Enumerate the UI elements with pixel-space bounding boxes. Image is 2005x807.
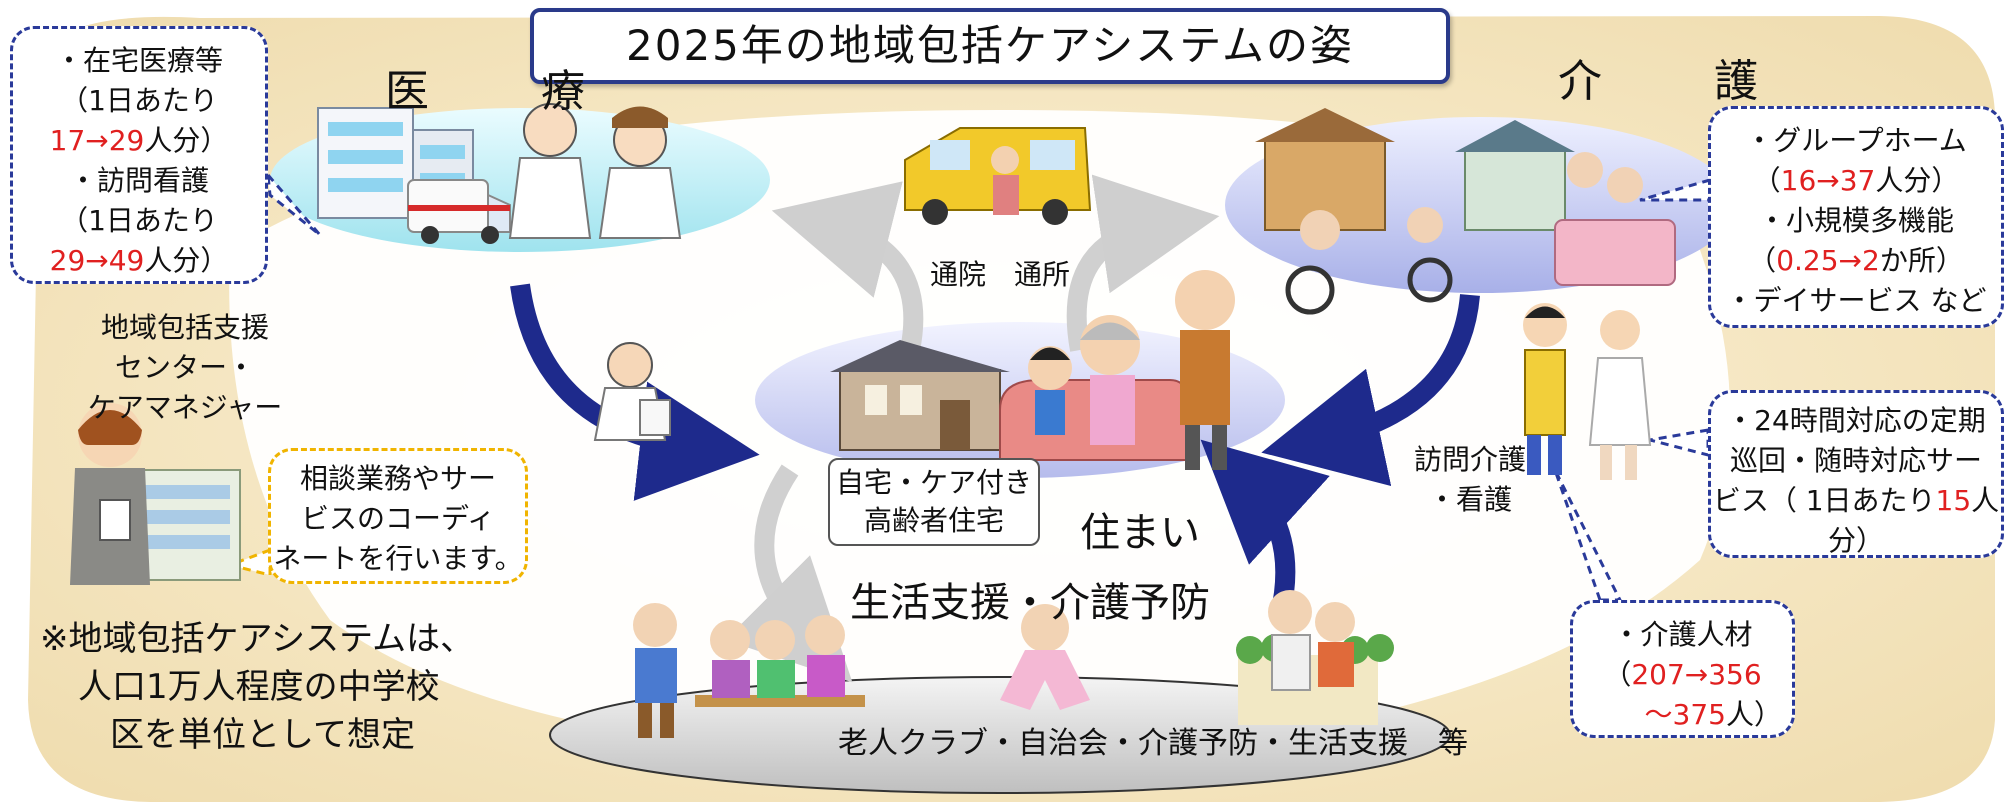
walking-support-illustration bbox=[1236, 590, 1394, 725]
consult-line3: ネートを行います。 bbox=[273, 542, 523, 575]
care-bubble-small-multi-value: 0.25→2 bbox=[1776, 244, 1880, 277]
exercise-senior-illustration bbox=[1000, 604, 1090, 710]
care-bubble-line5: ・デイサービス など bbox=[1725, 284, 1987, 317]
care-bubble-unit2: か所） bbox=[1879, 244, 1964, 277]
support-center-line3: ケアマネジャー bbox=[87, 391, 283, 424]
scope-note-line1: ※地域包括ケアシステムは、 bbox=[40, 619, 475, 659]
patrol-bubble-line2: 巡回・随時対応サー bbox=[1729, 444, 1982, 477]
outpatient-label: 通院 通所 bbox=[930, 258, 1071, 291]
staff-bubble-tail bbox=[1553, 469, 1623, 602]
medical-bubble-unit2: 人分） bbox=[144, 244, 229, 277]
care-to-home-arrow bbox=[1261, 293, 1480, 487]
staff-bubble-unit: 人） bbox=[1725, 698, 1782, 731]
support-center-line2: センター・ bbox=[114, 351, 255, 384]
staff-bubble-line1: ・介護人材 bbox=[1612, 618, 1753, 651]
patrol-bubble-line1: ・24時間対応の定期 bbox=[1726, 404, 1986, 437]
home-visit-label: 訪問介護 ・看護 bbox=[1400, 440, 1540, 520]
support-center-label: 地域包括支援 センター・ ケアマネジャー bbox=[60, 308, 310, 428]
consult-line2: ビスのコーディ bbox=[300, 502, 496, 535]
medical-bubble-line4: ・訪問看護 bbox=[68, 164, 209, 197]
patrol-service-bubble: ・24時間対応の定期 巡回・随時対応サー ビス（ 1日あたり15人 分） bbox=[1708, 390, 2004, 558]
home-visit-line1: 訪問介護 bbox=[1413, 443, 1526, 476]
staff-bubble-value-high: ～375 bbox=[1644, 698, 1726, 731]
housing-label: 住まい bbox=[1080, 510, 1200, 556]
care-bubble-unit1: 人分） bbox=[1875, 164, 1960, 197]
medical-bubble-unit1: 人分） bbox=[144, 124, 229, 157]
home-to-community-arrow bbox=[725, 464, 853, 683]
community-label: 老人クラブ・自治会・介護予防・生活支援 等 bbox=[838, 726, 1468, 761]
care-service-bubble: ・グループホーム （16→37人分） ・小規模多機能 （0.25→2か所） ・デ… bbox=[1708, 106, 2004, 328]
home-to-care-arrow bbox=[1066, 174, 1220, 352]
medical-staff-illustration bbox=[508, 103, 682, 239]
consult-line1: 相談業務やサー bbox=[299, 462, 496, 495]
family-illustration bbox=[999, 270, 1235, 470]
care-facility-illustration bbox=[1255, 108, 1676, 315]
home-label-line1: 自宅・ケア付き bbox=[835, 466, 1032, 499]
patrol-bubble-line4: 分） bbox=[1827, 524, 1884, 557]
house-illustration bbox=[830, 340, 1010, 451]
home-label-line2: 高齢者住宅 bbox=[863, 504, 1004, 537]
seniors-club-illustration bbox=[633, 603, 865, 738]
staff-bubble-paren: （ bbox=[1603, 658, 1632, 691]
medical-bubble-home-medical-value: 17→29 bbox=[49, 124, 145, 157]
home-helper-illustration bbox=[1523, 303, 1652, 480]
consult-bubble-tail bbox=[224, 547, 272, 577]
ambulance-illustration bbox=[407, 179, 511, 244]
care-bubble-paren1: （ bbox=[1752, 164, 1781, 197]
scope-note-line3: 区を単位として想定 bbox=[110, 715, 415, 755]
scope-note-line2: 人口1万人程度の中学校 bbox=[78, 667, 440, 707]
living-support-heading: 生活支援・介護予防 bbox=[850, 580, 1210, 626]
page-title: 2025年の地域包括ケアシステムの姿 bbox=[530, 8, 1450, 84]
visiting-doctor-illustration bbox=[593, 342, 671, 441]
care-heading: 介 護 bbox=[1558, 56, 1792, 107]
home-to-medical-arrow bbox=[771, 181, 924, 352]
home-visit-line2: ・看護 bbox=[1427, 483, 1512, 516]
medical-service-bubble: ・在宅医療等 （1日あたり 17→29人分） ・訪問看護 （1日あたり 29→4… bbox=[10, 26, 268, 284]
welfare-van-illustration bbox=[904, 127, 1092, 225]
patrol-bubble-unit: 人 bbox=[1971, 484, 2000, 517]
consultation-bubble: 相談業務やサー ビスのコーディ ネートを行います。 bbox=[268, 448, 528, 584]
medical-bubble-visit-nursing-value: 29→49 bbox=[49, 244, 145, 277]
care-bubble-line1: ・グループホーム bbox=[1745, 124, 1967, 157]
patrol-bubble-line3-pre: ビス（ 1日あたり bbox=[1712, 484, 1936, 517]
patrol-bubble-value: 15 bbox=[1935, 484, 1972, 517]
medical-bubble-tail bbox=[266, 170, 322, 237]
medical-heading: 医 療 bbox=[385, 66, 619, 117]
care-manager-illustration bbox=[70, 403, 241, 585]
support-center-line1: 地域包括支援 bbox=[100, 311, 269, 344]
medical-bubble-line5: （1日あたり bbox=[60, 204, 218, 237]
care-bubble-line3: ・小規模多機能 bbox=[1757, 204, 1954, 237]
care-bubble-paren2: （ bbox=[1748, 244, 1777, 277]
medical-to-home-arrow bbox=[510, 283, 760, 501]
home-label-box: 自宅・ケア付き 高齢者住宅 bbox=[828, 458, 1040, 546]
care-staff-bubble: ・介護人材 （207→356 ～375人） bbox=[1570, 600, 1795, 738]
medical-bubble-line2: （1日あたり bbox=[60, 84, 218, 117]
staff-bubble-value-low: 207→356 bbox=[1631, 658, 1762, 691]
scope-note: ※地域包括ケアシステムは、 人口1万人程度の中学校 区を単位として想定 bbox=[40, 615, 474, 759]
care-bubble-group-home-value: 16→37 bbox=[1780, 164, 1876, 197]
medical-bubble-line1: ・在宅医療等 bbox=[54, 44, 223, 77]
